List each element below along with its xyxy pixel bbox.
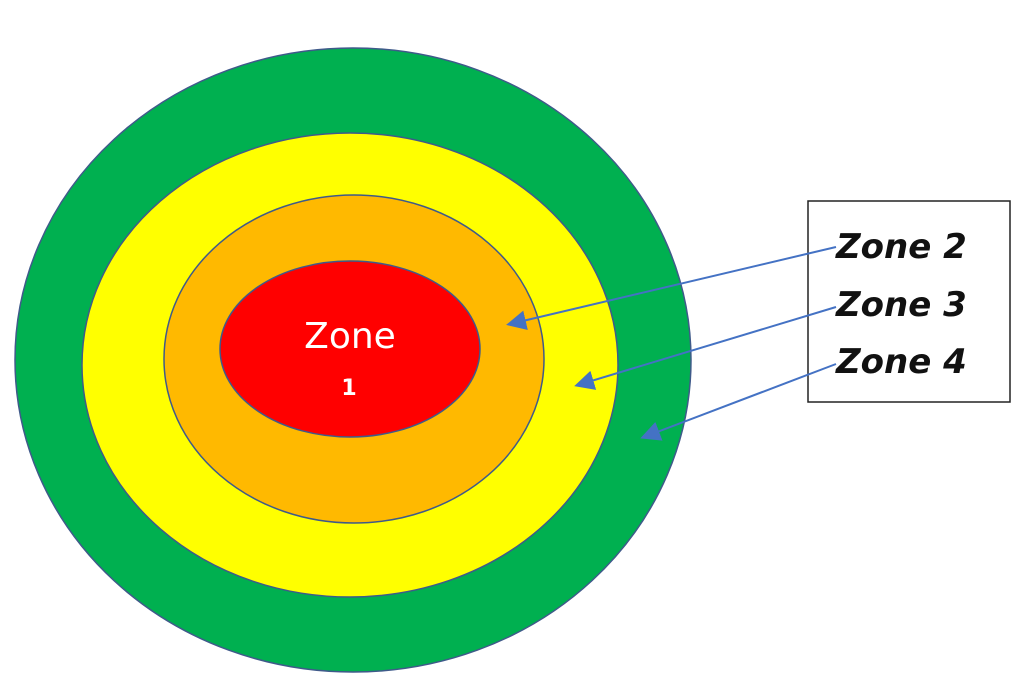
legend-label-zone-2: Zone 2 <box>835 227 967 267</box>
arrow-zone-2 <box>506 246 837 331</box>
zone-1-number: 1 <box>341 376 356 401</box>
zone-1-core <box>219 260 481 438</box>
arrow-zone-3 <box>574 306 837 390</box>
arrow-zone-4 <box>640 363 837 441</box>
legend-box <box>807 200 1011 403</box>
legend-label-zone-4: Zone 4 <box>835 342 967 382</box>
legend-label-zone-3: Zone 3 <box>835 285 967 325</box>
zone-1-label: Zone <box>304 316 396 357</box>
